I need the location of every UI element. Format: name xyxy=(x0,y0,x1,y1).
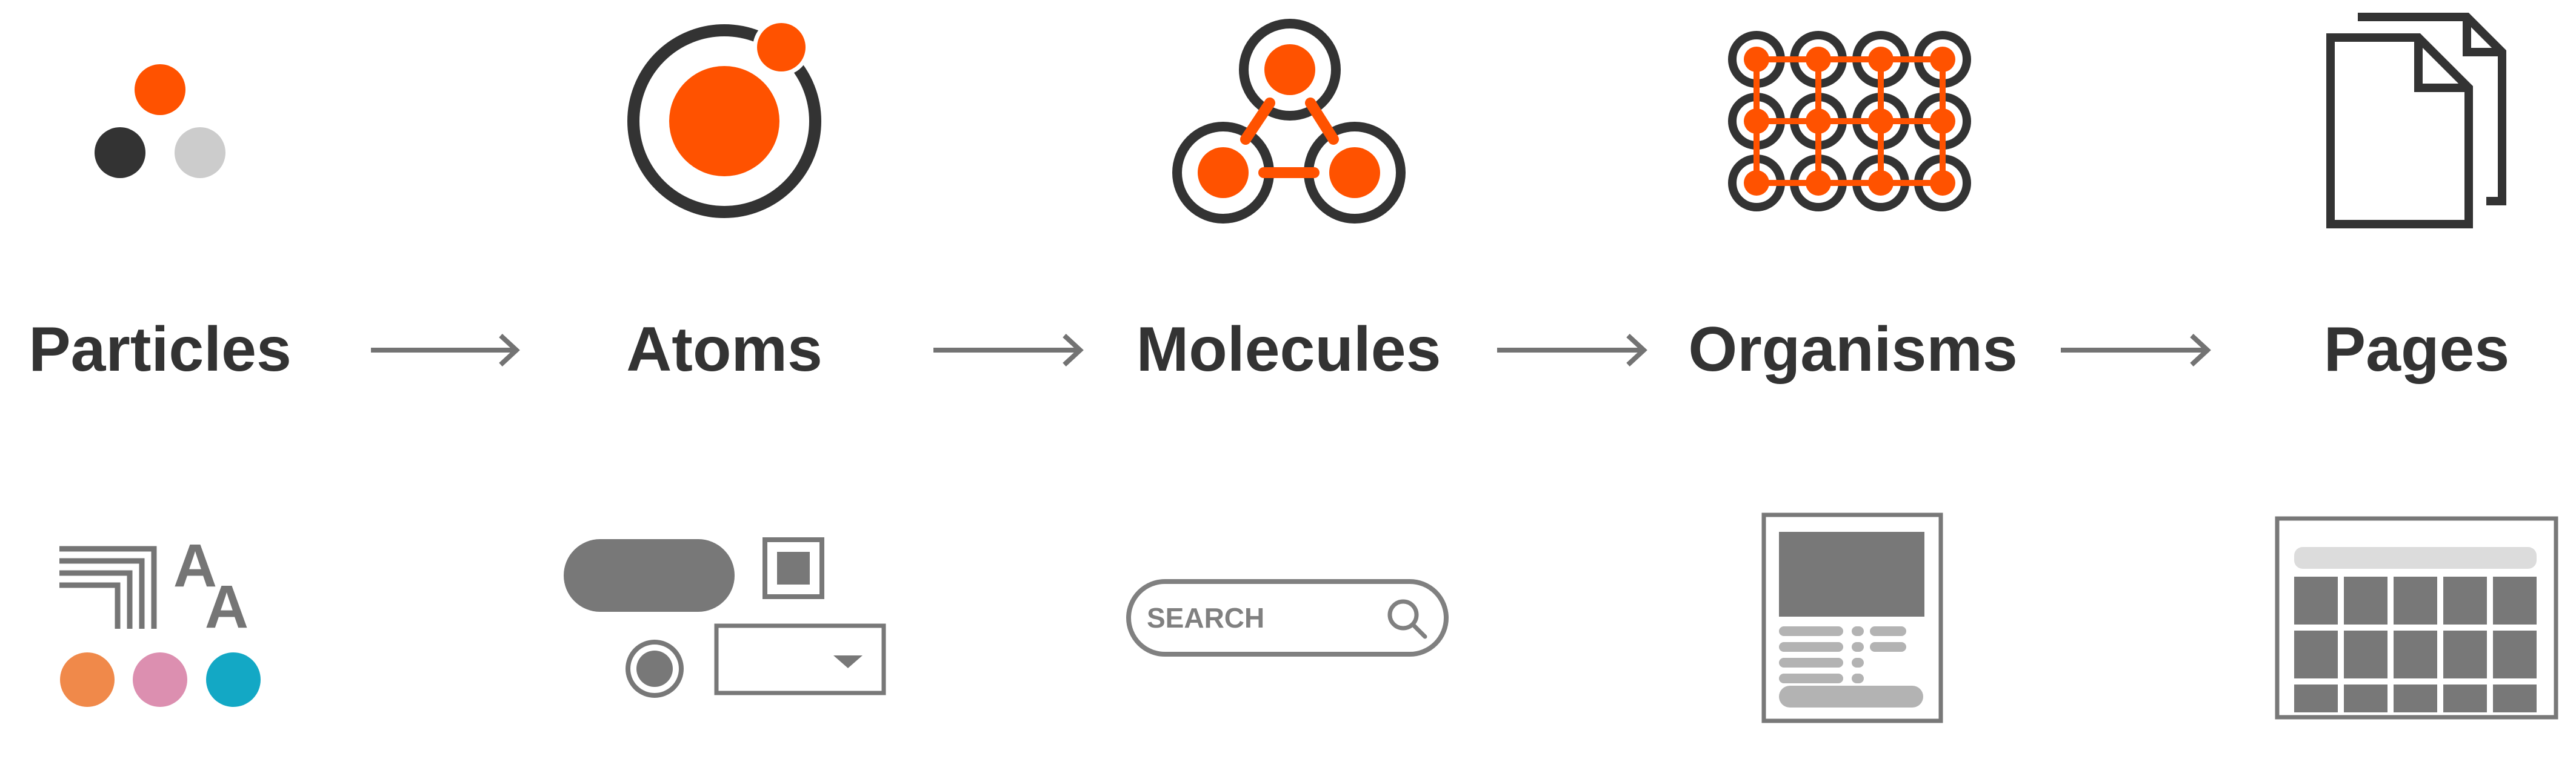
organism-node-dot xyxy=(1868,47,1894,72)
organism-node-dot xyxy=(1744,47,1769,72)
organism-node-dot xyxy=(1868,108,1894,134)
arrow-atoms-to-molecules xyxy=(933,334,1084,366)
stage-label-particles: Particles xyxy=(28,314,292,385)
page-grid-block xyxy=(2294,577,2338,625)
type-glyph-large: A xyxy=(173,532,217,600)
organism-node-dot xyxy=(1930,170,1955,196)
page-grid-block xyxy=(2394,685,2437,712)
atoms-example xyxy=(564,537,886,698)
page-grid-block xyxy=(2344,631,2387,678)
particles-icon xyxy=(95,64,225,178)
checkbox[interactable] xyxy=(762,537,824,599)
particles-example: A A xyxy=(59,532,261,707)
page-header-bar xyxy=(2294,547,2537,569)
stage-label-molecules: Molecules xyxy=(1136,314,1441,385)
stage-label-pages: Pages xyxy=(2324,314,2509,385)
atom-icon xyxy=(627,19,821,218)
swatch-pink xyxy=(133,652,187,707)
page-grid-block xyxy=(2344,685,2387,712)
type-glyph-small: A xyxy=(205,573,249,641)
stage-label-organisms: Organisms xyxy=(1688,314,2017,385)
pill-button[interactable] xyxy=(564,539,735,612)
chevron-down-icon xyxy=(833,655,863,668)
search-field[interactable]: SEARCH xyxy=(1126,579,1449,657)
search-input-placeholder: SEARCH xyxy=(1147,602,1264,634)
organism-node-dot xyxy=(1930,47,1955,72)
page-grid-block xyxy=(2294,685,2338,712)
card-button[interactable] xyxy=(1779,686,1923,708)
organism-node-dot xyxy=(1806,108,1831,134)
card-text-lines xyxy=(1779,626,1906,683)
rule-lines-icon xyxy=(59,546,157,629)
organism-node-dot xyxy=(1806,170,1831,196)
page-grid-block xyxy=(2394,577,2437,625)
organism-node-dot xyxy=(1744,108,1769,134)
pages-documents-icon xyxy=(2326,13,2506,228)
arrow-organisms-to-pages xyxy=(2061,334,2211,366)
organism-card xyxy=(1761,512,1943,723)
arrow-particles-to-atoms xyxy=(371,334,520,366)
molecule-icon xyxy=(1172,19,1406,224)
page-grid-block xyxy=(2294,631,2338,678)
swatch-teal xyxy=(206,652,261,707)
page-grid-block xyxy=(2443,631,2487,678)
dropdown-select[interactable] xyxy=(714,623,886,695)
organism-node-dot xyxy=(1868,170,1894,196)
organism-node-dot xyxy=(1806,47,1831,72)
organism-node-dot xyxy=(1930,108,1955,134)
page-grid-block xyxy=(2493,685,2537,712)
page-grid-block xyxy=(2493,577,2537,625)
page-grid-block xyxy=(2344,577,2387,625)
page-grid-block xyxy=(2493,631,2537,678)
page-grid-block xyxy=(2394,631,2437,678)
page-grid-block xyxy=(2443,685,2487,712)
swatch-orange xyxy=(60,652,115,707)
search-icon[interactable] xyxy=(1387,599,1427,639)
organism-grid-icon xyxy=(1728,31,1971,211)
page-grid-block xyxy=(2443,577,2487,625)
page-template xyxy=(2275,516,2558,720)
radio-button[interactable] xyxy=(626,640,684,698)
stage-label-atoms: Atoms xyxy=(626,314,823,385)
arrow-molecules-to-organisms xyxy=(1497,334,1647,366)
card-image xyxy=(1779,532,1924,617)
organism-node-dot xyxy=(1744,170,1769,196)
